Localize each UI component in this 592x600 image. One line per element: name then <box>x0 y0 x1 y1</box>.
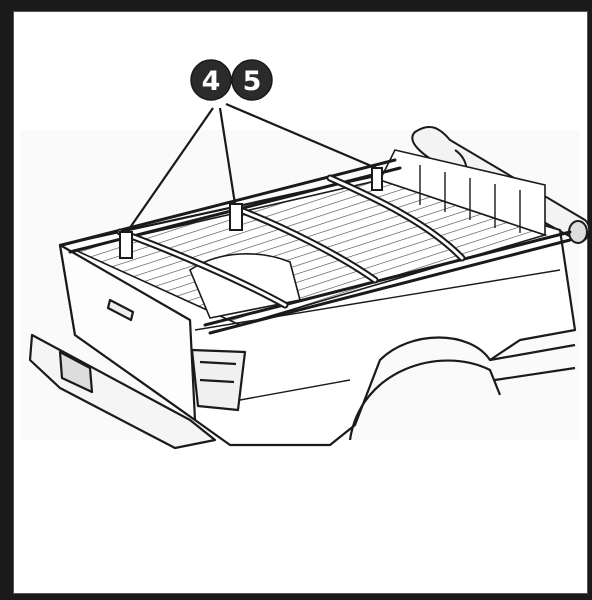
callout-badge-4: 4 <box>190 59 232 101</box>
rail-clamps <box>119 167 383 259</box>
callout-number-4: 4 <box>202 66 221 97</box>
clamp-bracket <box>119 231 133 259</box>
callout-leader-lines <box>126 102 377 233</box>
clamp-bracket <box>371 167 383 191</box>
diagram-inner-border <box>13 11 588 594</box>
callout-number-5: 5 <box>243 66 262 97</box>
clamp-bracket <box>229 203 243 231</box>
callout-badge-5: 5 <box>231 59 273 101</box>
